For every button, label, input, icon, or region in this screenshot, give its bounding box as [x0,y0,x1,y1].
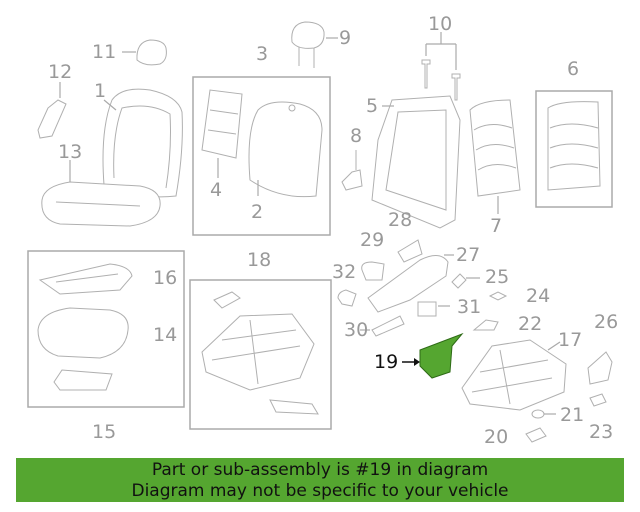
bracket-part-30 [360,315,405,337]
callout-30: 30 [344,319,368,341]
callout-3: 3 [256,43,268,65]
info-banner: Part or sub-assembly is #19 in diagram D… [16,458,624,502]
callout-16: 16 [153,267,177,289]
headrest-part-11 [122,39,167,66]
callout-27: 27 [456,244,480,266]
banner-line-2: Diagram may not be specific to your vehi… [131,481,509,501]
spring-part-7 [469,99,521,214]
callout-4: 4 [210,179,222,201]
headrest-part-9 [291,21,338,68]
track-assembly-part-18 [201,291,319,415]
shield-part-27 [367,254,454,313]
pad-part-16 [38,263,133,295]
callout-22: 22 [518,313,542,335]
clip-part-20 [525,427,547,443]
callout-13: 13 [58,141,82,163]
parts-diagram: 1234567891011121314151617181920212223242… [27,13,618,448]
switch-part-31 [417,301,450,317]
pad-part-4 [201,89,243,178]
callout-labels: 1234567891011121314151617181920212223242… [48,13,618,448]
callout-32: 32 [332,261,356,283]
clip-part-23 [589,393,607,407]
callout-14: 14 [153,324,177,346]
back-panel-part-2 [248,101,323,198]
callout-6: 6 [567,58,579,80]
callout-7: 7 [490,215,502,237]
callout-1: 1 [94,80,106,102]
seat-cushion-part-13 [41,160,161,227]
cover-part-29 [361,261,385,281]
callout-20: 20 [484,426,508,448]
callout-21: 21 [560,404,584,426]
callout-29: 29 [360,229,384,251]
callout-18: 18 [247,249,271,271]
callout-25: 25 [485,266,509,288]
highlighted-part-19 [402,332,464,379]
bolt-part-10 [421,32,461,101]
callout-24: 24 [526,285,550,307]
callout-17: 17 [558,329,582,351]
callout-26: 26 [594,311,618,333]
frame-part-5 [371,95,461,229]
banner-line-1: Part or sub-assembly is #19 in diagram [151,460,489,480]
callout-19: 19 [374,351,398,373]
callout-12: 12 [48,61,72,83]
cover-part-26 [587,351,613,385]
callout-28: 28 [388,209,412,231]
seat-back-part-1 [102,88,183,198]
callout-11: 11 [92,41,116,63]
group-box-3 [192,76,331,236]
callout-23: 23 [589,421,613,443]
callout-8: 8 [350,125,362,147]
group-box-15 [27,250,185,408]
group-box-6 [535,90,613,208]
spring-part-6 [547,101,601,191]
pad-part-14 [37,307,129,359]
callout-2: 2 [251,201,263,223]
cover-part-28 [397,239,423,263]
mat-part-15 [53,369,113,391]
callout-9: 9 [339,27,351,49]
clip-part-24 [488,291,508,301]
callout-10: 10 [428,13,452,35]
callout-15: 15 [92,421,116,443]
callout-31: 31 [457,296,481,318]
clip-part-25 [451,273,480,289]
sensor-part-8 [341,150,363,191]
bracket-part-22 [472,319,499,331]
clip-part-21 [531,409,556,419]
trim-part-12 [37,82,67,139]
knob-part-32 [337,289,357,307]
group-box-18 [189,279,332,430]
seat-track-part-17 [461,339,567,411]
callout-5: 5 [366,95,378,117]
